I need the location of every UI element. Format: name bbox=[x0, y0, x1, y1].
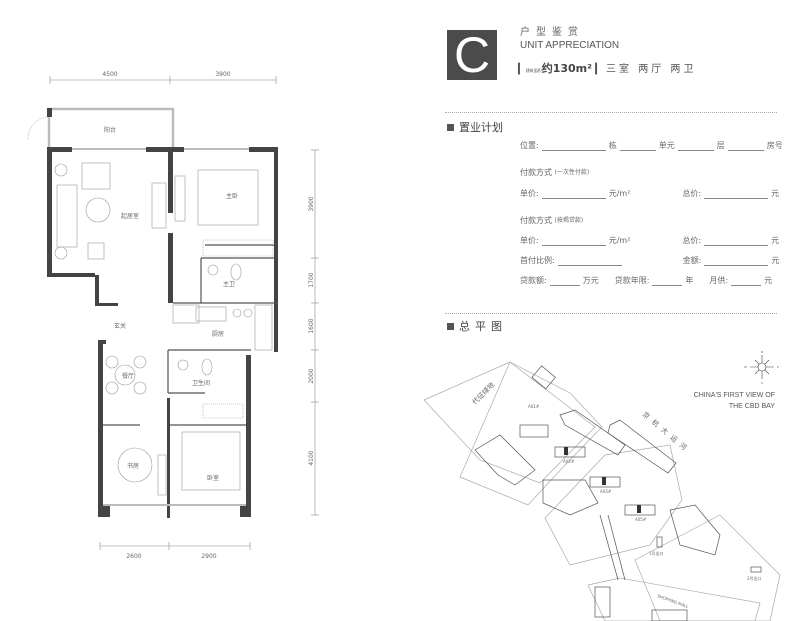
dim-right-1: 3900 bbox=[308, 196, 315, 211]
shopping-mall-label: SHOPPING MALL bbox=[657, 593, 690, 609]
room-bedroom: 卧室 bbox=[207, 474, 219, 482]
room-kitchen: 厨房 bbox=[212, 330, 224, 338]
room-study: 书房 bbox=[127, 462, 139, 470]
loan-row: 贷款额:万元 贷款年限:年 月供:元 bbox=[520, 276, 773, 286]
parcel-north bbox=[459, 361, 603, 506]
furniture bbox=[54, 162, 274, 496]
site-plan-heading: 总平图 bbox=[447, 320, 507, 333]
payment-full-label: 付款方式 (一次性付款) bbox=[520, 168, 590, 177]
tagline: CHINA'S FIRST VIEW OF THE CBD BAY bbox=[693, 392, 775, 410]
location-field[interactable] bbox=[541, 142, 606, 151]
title-en: UNIT APPRECIATION bbox=[520, 40, 620, 51]
building-label: A01# bbox=[528, 404, 540, 409]
room-field[interactable] bbox=[727, 142, 764, 151]
room-master-bedroom: 主卧 bbox=[226, 192, 238, 200]
loan-unit-price-field[interactable] bbox=[541, 237, 606, 246]
walls bbox=[47, 147, 278, 518]
unit-area-line: ▎建筑面积约130m² ▎ 三室 两厅 两卫 bbox=[518, 62, 697, 76]
divider bbox=[445, 313, 777, 314]
building-label: A03# bbox=[600, 489, 612, 494]
svg-text:W: W bbox=[744, 365, 747, 369]
exit-label: 1号出口 bbox=[649, 550, 664, 556]
total-price-field[interactable] bbox=[704, 190, 769, 199]
room-foyer: 玄关 bbox=[114, 322, 126, 330]
site-plan-map: A01# A02# A03# A05# 1号出口 2号出口 SHOPPING M… bbox=[423, 350, 781, 621]
room-bathroom: 卫生间 bbox=[192, 379, 210, 387]
unit-layout: 三室 两厅 两卫 bbox=[606, 64, 697, 75]
dimension-lines bbox=[49, 76, 319, 550]
unit-area: 约130m² bbox=[541, 62, 592, 75]
dim-top-1: 4500 bbox=[102, 71, 117, 78]
building-label: A02# bbox=[563, 459, 575, 464]
payment-loan-label: 付款方式 (按揭贷款) bbox=[520, 216, 584, 225]
svg-text:S: S bbox=[761, 381, 763, 385]
parcel-middle bbox=[544, 444, 683, 566]
square-bullet-icon bbox=[447, 124, 454, 131]
square-bullet-icon bbox=[447, 323, 454, 330]
location-row: 位置: 栋 单元 层 房号 bbox=[520, 141, 783, 151]
unit-field[interactable] bbox=[677, 142, 714, 151]
loan-years-field[interactable] bbox=[652, 277, 683, 286]
floor-plan: 4500 3900 2600 2900 3900 1700 1600 2000 … bbox=[27, 71, 319, 560]
parcel-mall bbox=[587, 577, 761, 621]
loan-price-row: 单价:元/m² 总价:元 bbox=[520, 236, 780, 246]
building-field[interactable] bbox=[619, 142, 656, 151]
room-balcony: 阳台 bbox=[104, 126, 116, 134]
amount-field[interactable] bbox=[704, 257, 769, 266]
monthly-field[interactable] bbox=[731, 277, 762, 286]
full-price-row: 单价:元/m² 总价:元 bbox=[520, 189, 780, 199]
green-land-parcel bbox=[423, 361, 596, 484]
dim-right-2: 1700 bbox=[308, 272, 315, 287]
down-payment-row: 首付比例: 金额:元 bbox=[520, 256, 780, 266]
title-cn: 户型鉴赏 bbox=[520, 27, 584, 38]
unit-letter-badge: C bbox=[447, 30, 497, 80]
unit-price-field[interactable] bbox=[541, 190, 606, 199]
svg-text:E: E bbox=[777, 365, 779, 369]
dim-right-3: 1600 bbox=[308, 318, 315, 333]
divider bbox=[445, 112, 777, 113]
dim-top-2: 3900 bbox=[215, 71, 230, 78]
partitions bbox=[72, 148, 278, 506]
loan-total-price-field[interactable] bbox=[704, 237, 769, 246]
building-label: A05# bbox=[635, 517, 647, 522]
room-living: 起居室 bbox=[121, 212, 139, 220]
loan-amount-field[interactable] bbox=[549, 277, 580, 286]
room-master-bath: 主卫 bbox=[223, 280, 235, 288]
exit-label: 2号出口 bbox=[747, 575, 762, 581]
svg-text:N: N bbox=[761, 350, 763, 354]
purchase-plan-heading: 置业计划 bbox=[447, 121, 503, 134]
room-dining: 餐厅 bbox=[122, 372, 134, 380]
down-ratio-field[interactable] bbox=[557, 257, 622, 266]
parcel-east bbox=[634, 514, 781, 621]
dim-bottom-1: 2600 bbox=[126, 553, 141, 560]
dim-right-5: 4100 bbox=[308, 450, 315, 465]
dim-bottom-2: 2900 bbox=[201, 553, 216, 560]
compass-icon: N S E W bbox=[744, 350, 779, 385]
highlighted-units bbox=[564, 447, 641, 513]
balcony bbox=[27, 107, 175, 147]
area-prefix: 建筑面积 bbox=[525, 68, 542, 73]
dim-right-4: 2000 bbox=[308, 368, 315, 383]
